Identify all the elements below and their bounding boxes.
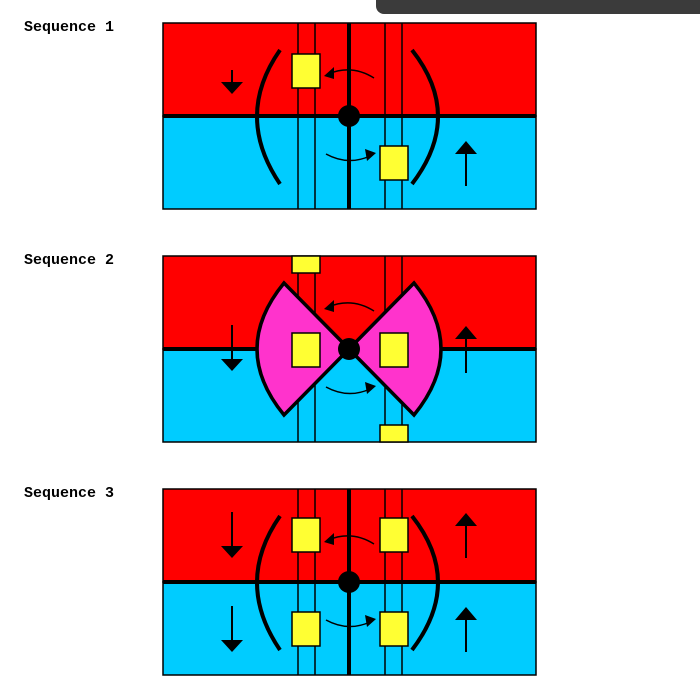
rotation-arrow <box>325 153 371 162</box>
sequence-2-label: Sequence 2 <box>24 252 115 269</box>
left-arc <box>255 514 282 652</box>
right-arc <box>410 48 440 186</box>
paddle <box>379 145 409 181</box>
left-arc <box>255 48 282 186</box>
rotation-arrowhead <box>324 533 334 545</box>
right-arc <box>410 514 440 652</box>
up-arrowhead <box>455 141 477 154</box>
paddle <box>379 332 409 368</box>
up-arrowhead <box>455 326 477 339</box>
paddle <box>291 611 321 647</box>
paddle <box>379 424 409 443</box>
rotation-arrowhead <box>324 300 334 312</box>
sequence-3-diagram <box>162 488 537 676</box>
paddle <box>291 517 321 553</box>
down-arrowhead <box>221 359 243 371</box>
rotation-arrowhead <box>365 149 376 161</box>
down-arrowhead <box>221 640 243 652</box>
paddle <box>379 611 409 647</box>
paddle <box>291 53 321 89</box>
down-arrowhead <box>221 546 243 558</box>
pivot <box>338 571 360 593</box>
up-arrowhead <box>455 607 477 620</box>
rotation-arrowhead <box>365 382 376 394</box>
sequence-3-label: Sequence 3 <box>24 485 115 502</box>
sequence-1-diagram <box>162 22 537 210</box>
pivot <box>338 105 360 127</box>
sequence-2-diagram <box>162 255 537 443</box>
down-arrowhead <box>221 82 243 94</box>
rotation-arrowhead <box>324 67 334 79</box>
paddle <box>291 255 321 274</box>
pivot <box>338 338 360 360</box>
window-bar <box>376 0 700 14</box>
rotation-arrow <box>325 386 371 395</box>
rotation-arrowhead <box>365 615 376 627</box>
paddle <box>291 332 321 368</box>
paddle <box>379 517 409 553</box>
up-arrowhead <box>455 513 477 526</box>
sequence-1-label: Sequence 1 <box>24 19 115 36</box>
rotation-arrow <box>325 619 371 628</box>
bottom-half <box>162 348 537 443</box>
